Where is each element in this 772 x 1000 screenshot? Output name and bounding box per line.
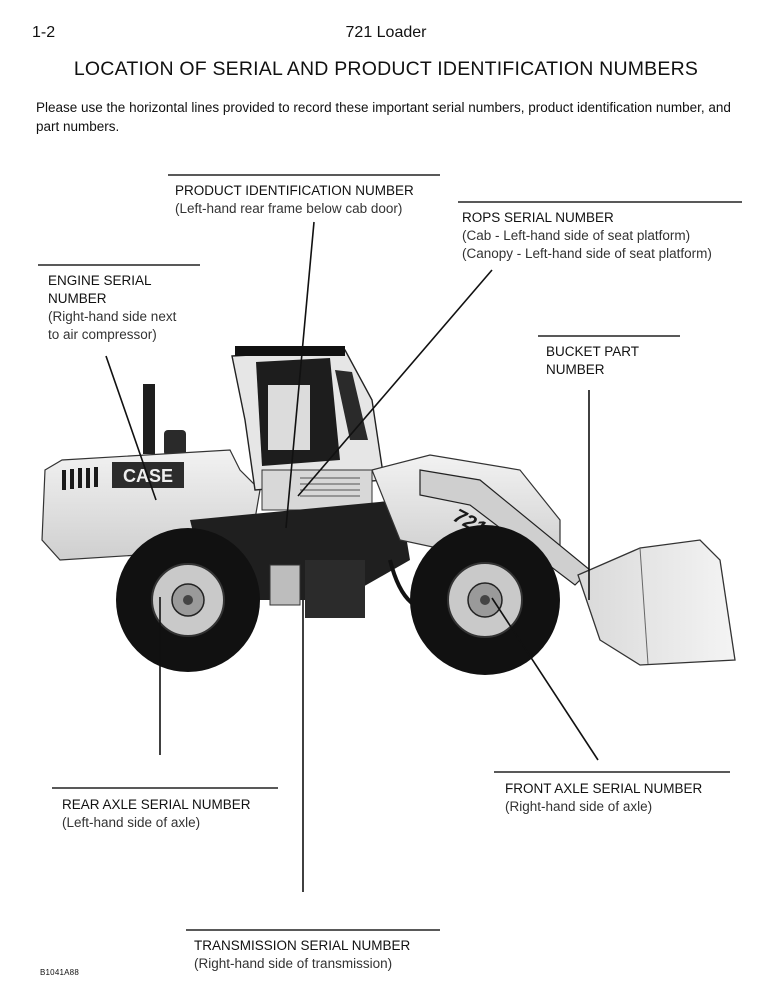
front-axle-label-title: FRONT AXLE SERIAL NUMBER <box>505 781 703 796</box>
page-title: LOCATION OF SERIAL AND PRODUCT IDENTIFIC… <box>73 58 699 80</box>
exhaust-stack <box>143 384 155 454</box>
cab-door-glass <box>268 385 310 450</box>
rear-grille <box>62 467 98 490</box>
bucket-edge <box>639 547 649 665</box>
bucket-label-title-2: NUMBER <box>546 362 605 377</box>
engine-pointer <box>105 355 157 501</box>
engine-label: ENGINE SERIAL NUMBER (Right-hand side ne… <box>48 272 176 344</box>
cab-front-window <box>335 370 368 440</box>
transmission-housing <box>305 560 365 618</box>
pin-pointer <box>285 221 315 529</box>
record-lines <box>38 174 742 931</box>
lift-arm <box>419 469 591 586</box>
rops-label-title: ROPS SERIAL NUMBER <box>462 210 614 225</box>
rops-label: ROPS SERIAL NUMBER (Cab - Left-hand side… <box>462 209 712 263</box>
bucket-label: BUCKET PART NUMBER <box>546 343 639 379</box>
bucket <box>577 539 736 666</box>
front-wheel <box>410 525 560 675</box>
front-axle-label: FRONT AXLE SERIAL NUMBER (Right-hand sid… <box>505 780 702 816</box>
rops-label-desc-cab: (Cab - Left-hand side of seat platform) <box>462 228 691 243</box>
fuel-step <box>269 564 301 606</box>
transmission-label-title: TRANSMISSION SERIAL NUMBER <box>194 938 411 953</box>
bucket-label-title-1: BUCKET PART <box>546 344 640 359</box>
engine-label-desc-1: (Right-hand side next <box>48 309 177 324</box>
engine-label-title-1: ENGINE SERIAL <box>48 273 152 288</box>
pin-label-title: PRODUCT IDENTIFICATION NUMBER <box>175 183 414 198</box>
panel-louvers <box>300 477 360 497</box>
transmission-label-desc: (Right-hand side of transmission) <box>194 956 393 971</box>
front-axle-pointer <box>491 597 599 761</box>
engine-label-title-2: NUMBER <box>48 291 107 306</box>
rear-wheel <box>116 528 260 672</box>
intro-paragraph: Please use the horizontal lines provided… <box>36 100 731 134</box>
rear-axle-label: REAR AXLE SERIAL NUMBER (Left-hand side … <box>62 796 251 832</box>
pointer-lines <box>105 221 599 892</box>
pin-label-desc: (Left-hand rear frame below cab door) <box>175 201 403 216</box>
page-number: 1-2 <box>32 24 56 41</box>
engine-label-desc-2: to air compressor) <box>48 327 157 342</box>
rear-axle-label-title: REAR AXLE SERIAL NUMBER <box>62 797 251 812</box>
figure-code: B1041A88 <box>40 968 79 977</box>
header-title: 721 Loader <box>345 24 427 41</box>
rear-axle-label-desc: (Left-hand side of axle) <box>62 815 201 830</box>
rops-label-desc-canopy: (Canopy - Left-hand side of seat platfor… <box>462 246 712 261</box>
cab-roof <box>235 346 345 356</box>
front-axle-label-desc: (Right-hand side of axle) <box>505 799 653 814</box>
air-cleaner <box>164 430 186 456</box>
transmission-label: TRANSMISSION SERIAL NUMBER (Right-hand s… <box>194 937 410 973</box>
pin-label: PRODUCT IDENTIFICATION NUMBER (Left-hand… <box>175 182 414 218</box>
rops-pointer <box>297 269 493 497</box>
